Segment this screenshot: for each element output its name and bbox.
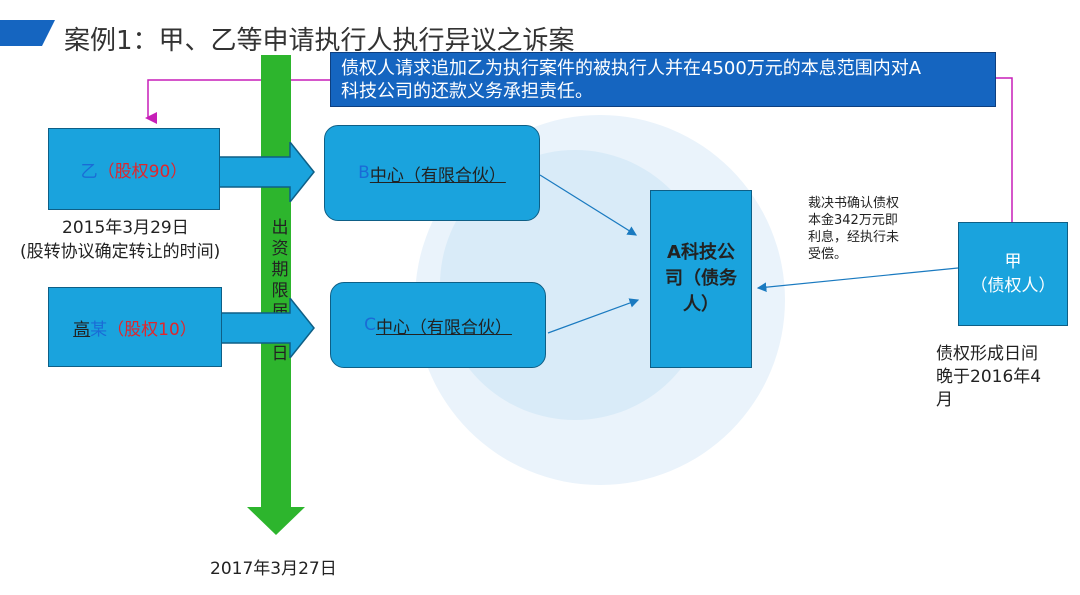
b-to-a-arrow <box>539 174 638 236</box>
node-gao-name-a: 高 <box>73 319 91 340</box>
node-yi: 乙（股权90） <box>48 128 220 210</box>
title-accent-shape <box>0 20 55 46</box>
node-yi-share: （股权90） <box>97 161 188 182</box>
yi-arrow-shape <box>218 142 315 202</box>
date-2017: 2017年3月27日 <box>210 559 337 579</box>
timeline-arrow <box>247 55 305 535</box>
node-b-prefix: B <box>358 163 370 183</box>
node-yi-name: 乙 <box>80 161 98 182</box>
node-a-company: A科技公 司（债务 人） <box>650 190 752 368</box>
claim-banner: 债权人请求追加乙为执行案件的被执行人并在4500万元的本息范围内对A 科技公司的… <box>330 52 996 107</box>
date-2015-note: (股转协议确定转让的时间) <box>20 242 221 262</box>
page-title: 案例1：甲、乙等申请执行人执行异议之诉案 <box>64 26 575 56</box>
node-c-prefix: C <box>364 315 376 335</box>
c-to-a-arrow <box>547 298 640 334</box>
banner-line-1: 债权人请求追加乙为执行案件的被执行人并在4500万元的本息范围内对A <box>341 58 922 79</box>
node-b-label: 中心（有限合伙） <box>369 165 506 186</box>
node-gao-share: （股权10） <box>107 319 197 340</box>
claim-connector <box>996 77 1013 222</box>
ruling-note: 裁决书确认债权 本金342万元即 利息，经执行未 受偿。 <box>808 196 900 262</box>
node-gao: 高某（股权10） <box>48 287 222 367</box>
claim-formed-note: 债权形成日间 晚于2016年4 月 <box>936 344 1042 410</box>
jia-to-a-arrow <box>756 267 959 292</box>
node-jia: 甲 （债权人） <box>958 222 1068 326</box>
gao-arrow-shape <box>220 298 315 358</box>
date-2015: 2015年3月29日 <box>62 218 189 238</box>
node-c-label: 中心（有限合伙） <box>375 317 512 338</box>
banner-line-2: 科技公司的还款义务承担责任。 <box>341 81 593 102</box>
node-gao-name-b: 某 <box>90 319 108 340</box>
